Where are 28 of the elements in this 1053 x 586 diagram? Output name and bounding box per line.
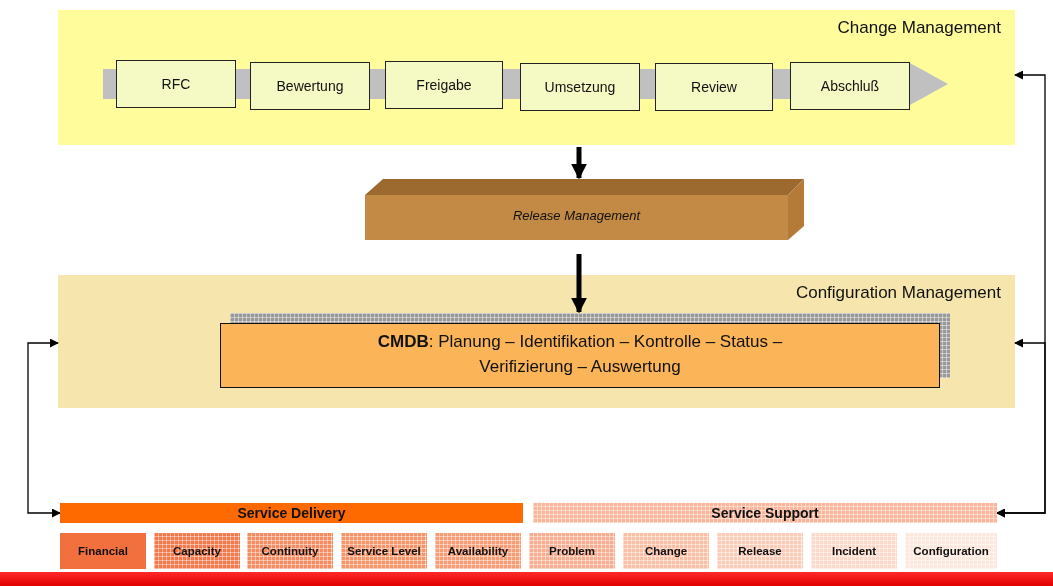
process-tile: Incident: [811, 533, 897, 569]
process-panel: [58, 275, 1015, 408]
process-tile: Availability: [435, 533, 521, 569]
process-tile: Change: [623, 533, 709, 569]
process-step-box: RFC: [116, 60, 236, 108]
arrow: [571, 147, 587, 180]
process-tile: Service Level: [341, 533, 427, 569]
database-description: CMDB: Planung – Identifikation – Kontrolle – Status – Verifizierung – Auswertung: [376, 331, 784, 378]
process-tile: Problem: [529, 533, 615, 569]
panel-title: Change Management: [837, 18, 1001, 38]
process-tile: Release: [717, 533, 803, 569]
block-label: Release Management: [511, 208, 642, 223]
process-step-box: Review: [655, 63, 773, 111]
panel-title: Configuration Management: [795, 283, 1001, 303]
process-step-box: Umsetzung: [520, 63, 640, 111]
process-step-box: Bewertung: [250, 62, 370, 110]
process-tile: Continuity: [247, 533, 333, 569]
process-tile: Configuration: [905, 533, 997, 569]
arrow: [27, 338, 61, 518]
process-tile: Financial: [60, 533, 146, 569]
category-bar: Service Support: [533, 503, 997, 523]
category-bar: Service Delivery: [60, 503, 523, 523]
process-tile: Capacity: [154, 533, 240, 569]
process-step-box: Freigabe: [385, 61, 503, 109]
process-step-box: Abschluß: [790, 62, 910, 110]
process-panel: [58, 10, 1015, 145]
arrow: [571, 254, 587, 314]
arrow: [996, 338, 1046, 518]
